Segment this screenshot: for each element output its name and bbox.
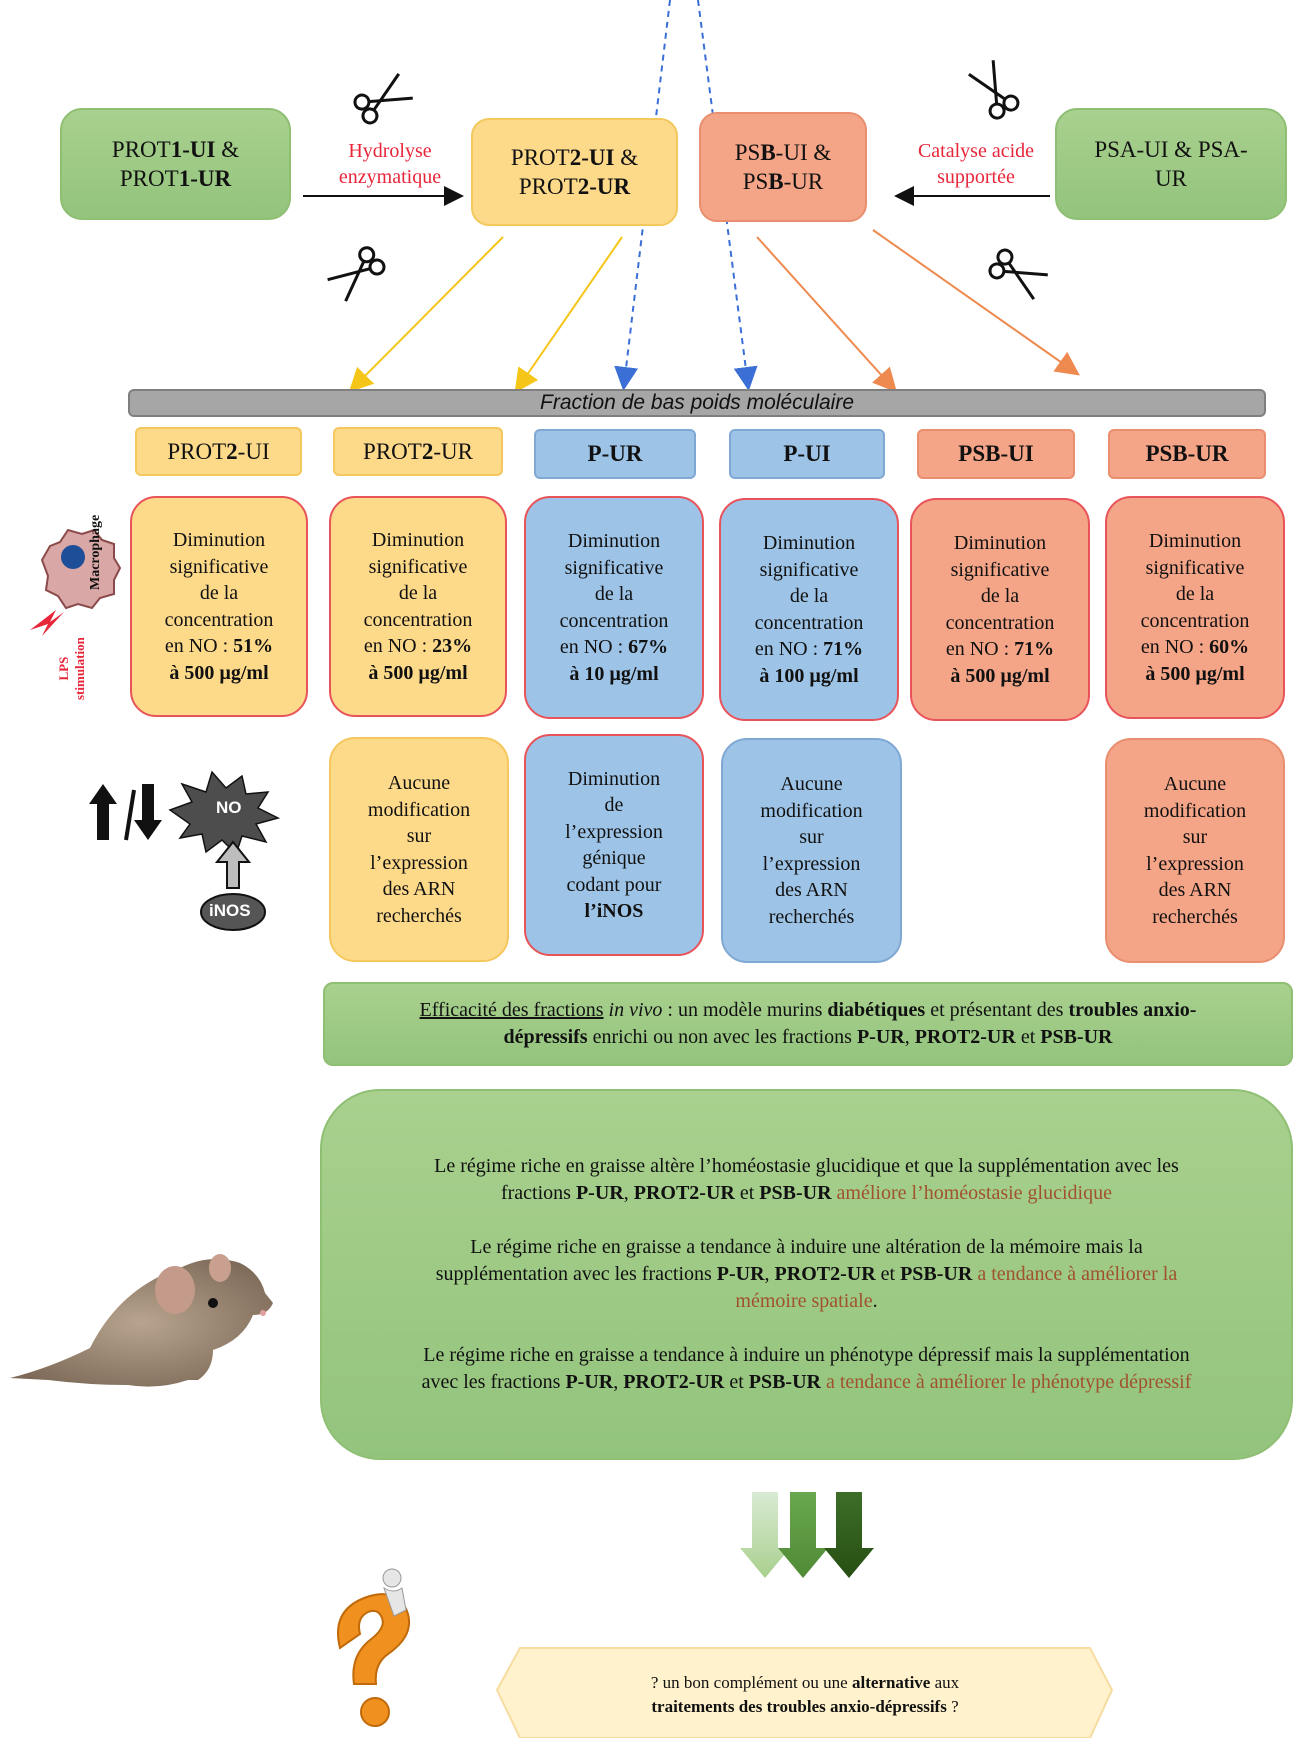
header-psb-ui: PSB-UI	[917, 429, 1075, 479]
macrophage-label: Macrophage	[88, 514, 103, 590]
prot1-source-box: PROT1-UI & PROT1-UR	[60, 108, 291, 220]
question-mark-icon	[337, 1568, 410, 1727]
no-label: NO	[216, 798, 242, 817]
up-arrow-icon	[214, 840, 252, 889]
psa-source-box: PSA-UI & PSA-UR	[1055, 108, 1287, 220]
mouse-icon	[10, 1254, 273, 1387]
header-p-ui: P-UI	[729, 429, 885, 479]
header-psb-ur: PSB-UR	[1108, 429, 1266, 479]
pur-dashed-arrow	[614, 0, 671, 391]
down-arrow-light-icon	[740, 1492, 790, 1578]
prot2-arrow-right	[514, 236, 623, 393]
down-arrow-dark-icon	[824, 1492, 874, 1578]
scissors-icon	[327, 246, 386, 302]
fraction-bar: Fraction de bas poids moléculaire	[128, 389, 1266, 417]
no-burst-icon	[168, 770, 281, 856]
header-prot2-ur: PROT2-UR	[333, 427, 503, 476]
down-arrow-medium-icon	[778, 1492, 828, 1578]
prot2-arrow-left	[348, 236, 504, 393]
psb-arrow-left	[756, 236, 898, 393]
header-p-ur: P-UR	[534, 429, 696, 479]
invivo-box: Efficacité des fractions in vivo : un mo…	[323, 982, 1293, 1066]
inos-label: iNOS	[209, 901, 251, 920]
scissors-icon	[968, 60, 1020, 120]
lightning-icon	[30, 610, 64, 636]
psb-source-box: PSB-UI & PSB-UR	[699, 112, 867, 222]
inos-ellipse	[200, 893, 266, 931]
header-prot2-ui: PROT2-UI	[135, 427, 302, 476]
scissors-icon	[988, 248, 1048, 300]
question-text: ? un bon complément ou une alternative a…	[650, 1673, 960, 1716]
question-hexagon	[495, 1647, 1114, 1738]
pui-dashed-arrow	[697, 0, 758, 391]
macrophage-icon	[40, 528, 122, 610]
findings-box: Le régime riche en graisse altère l’homé…	[320, 1089, 1293, 1460]
psb-arrow-right	[872, 229, 1080, 376]
scissors-icon	[353, 73, 413, 125]
up-down-arrows-icon	[89, 784, 162, 841]
prot2-source-box: PROT2-UI & PROT2-UR	[471, 118, 678, 226]
